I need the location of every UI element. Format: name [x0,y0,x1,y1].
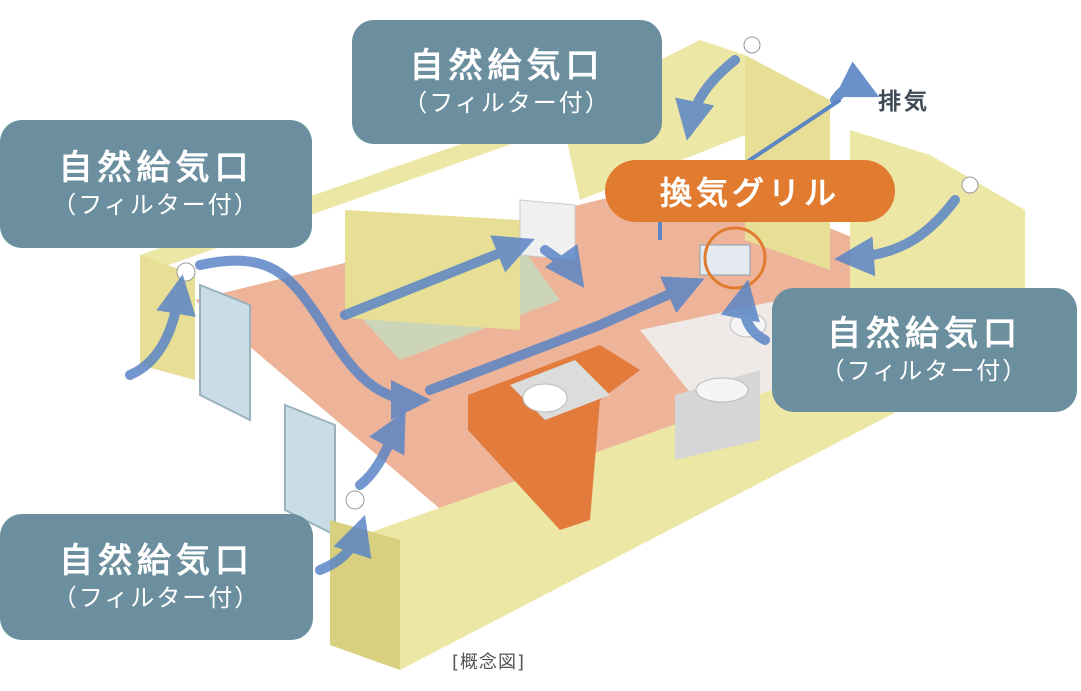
window-left-upper [199,283,251,422]
airflow-arrow [834,195,960,277]
inlet-label-left-lower: 自然給気口 （フィルター付） [0,514,313,640]
airflow-arrow [315,514,372,575]
exhaust-label: 排気 [878,89,930,115]
vent-left-lower [345,490,365,510]
diagram-caption: [概念図] [452,652,526,673]
inlet-label-title: 自然給気口 [59,540,254,581]
airflow-arrow [195,255,431,420]
inlet-label-sub: （フィルター付） [52,191,260,220]
airflow-arrow [720,279,770,345]
inlet-label-title: 自然給気口 [827,313,1022,354]
vent-left-upper [176,262,196,282]
front-wall-shade [330,520,400,670]
vent-right [961,176,979,194]
inlet-label-sub: （フィルター付） [52,584,261,613]
bathtub [695,377,749,403]
sink [522,383,568,413]
inlet-label-title: 自然給気口 [58,147,254,188]
inlet-label-title: 自然給気口 [409,45,605,86]
airflow-arrow [125,274,196,380]
inlet-label-right: 自然給気口 （フィルター付） [772,288,1077,412]
inlet-label-sub: （フィルター付） [820,357,1029,386]
vent-top [743,36,761,54]
airflow-arrow [355,410,406,490]
inlet-label-top: 自然給気口 （フィルター付） [352,20,662,144]
exhaust-arrow [830,61,880,105]
airflow-arrow [540,243,585,289]
airflow-arrow [425,276,705,395]
airflow-arrow [340,235,535,320]
airflow-arrow [675,55,740,141]
inlet-label-left-upper: 自然給気口 （フィルター付） [0,120,312,248]
inlet-label-sub: （フィルター付） [403,89,611,118]
grille-label: 換気グリル [605,160,895,222]
room-divider [345,210,520,330]
